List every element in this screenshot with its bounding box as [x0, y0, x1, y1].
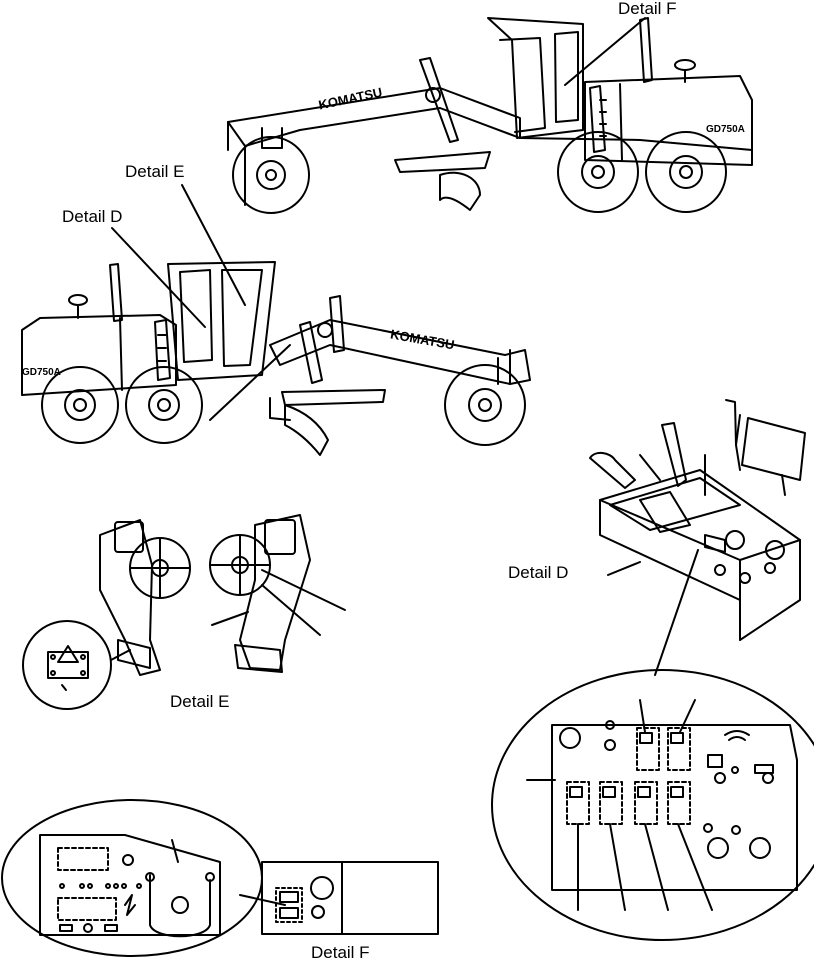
label-detail-e-bottom: Detail E — [170, 692, 230, 711]
label-detail-d-right: Detail D — [508, 563, 569, 582]
detail-e-inset — [22, 620, 131, 710]
detail-f-inset — [1, 799, 286, 957]
leader-detail-f-top — [564, 17, 646, 86]
grader-top — [227, 17, 753, 214]
label-detail-f-bottom: Detail F — [311, 943, 370, 962]
detail-f-panel — [261, 861, 439, 935]
label-detail-d-top: Detail D — [62, 207, 123, 226]
steering-console-left — [99, 519, 191, 676]
grader-middle — [21, 261, 531, 456]
control-console — [589, 399, 806, 676]
label-detail-e-top: Detail E — [125, 162, 185, 181]
model-text-middle: GD750A — [22, 367, 61, 378]
leader-detail-e-top — [181, 184, 246, 306]
steering-console-right — [209, 514, 346, 673]
leader-detail-d-top — [111, 227, 206, 328]
switch-panel-inset — [491, 669, 814, 941]
model-text-top: GD750A — [706, 124, 745, 135]
label-detail-f-top: Detail F — [618, 0, 677, 18]
